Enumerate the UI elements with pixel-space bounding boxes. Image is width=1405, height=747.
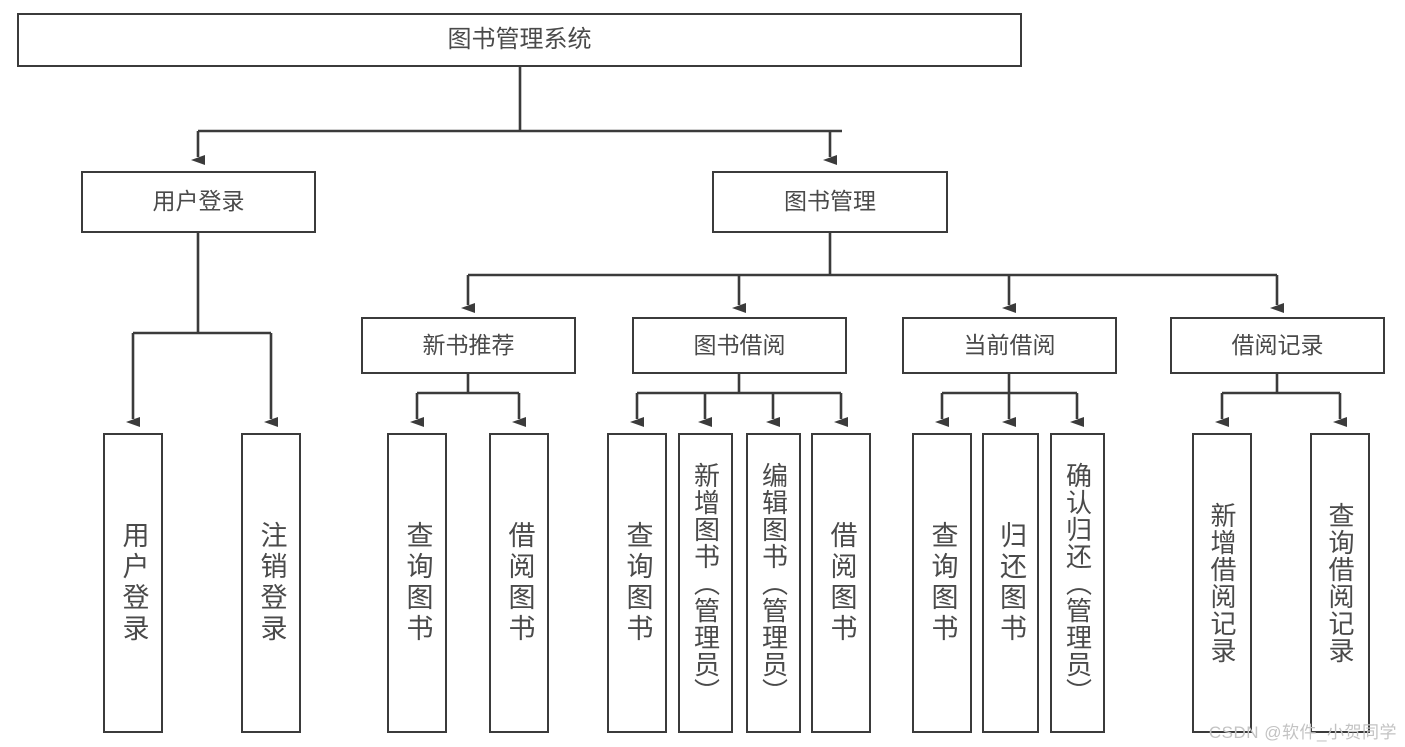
- node-root-label: 图书管理系统: [447, 25, 592, 53]
- node-leaf-add-record[interactable]: 新增借阅记录: [1192, 433, 1252, 733]
- node-leaf-borrow-book-1[interactable]: 借阅图书: [489, 433, 549, 733]
- node-leaf-edit-book-label: 编辑图书（管理员）: [758, 461, 789, 705]
- node-leaf-query-book-2[interactable]: 查询图书: [607, 433, 667, 733]
- node-user-login[interactable]: 用户登录: [81, 171, 316, 233]
- node-leaf-query-book-2-label: 查询图书: [622, 521, 653, 645]
- node-leaf-user-login-label: 用户登录: [118, 521, 149, 645]
- node-leaf-add-record-label: 新增借阅记录: [1207, 502, 1237, 664]
- node-user-login-label: 用户登录: [152, 188, 245, 215]
- node-leaf-query-book-3-label: 查询图书: [927, 521, 958, 645]
- node-book-borrow-label: 图书借阅: [693, 331, 786, 358]
- node-leaf-user-login[interactable]: 用户登录: [103, 433, 163, 733]
- node-leaf-borrow-book-2[interactable]: 借阅图书: [811, 433, 871, 733]
- node-leaf-query-record-label: 查询借阅记录: [1325, 502, 1355, 664]
- node-new-book-rec[interactable]: 新书推荐: [361, 317, 576, 374]
- node-new-book-rec-label: 新书推荐: [422, 331, 515, 358]
- node-borrow-record-label: 借阅记录: [1231, 331, 1324, 358]
- node-root[interactable]: 图书管理系统: [17, 13, 1022, 67]
- node-leaf-confirm-return-label: 确认归还（管理员）: [1062, 461, 1093, 705]
- node-leaf-confirm-return[interactable]: 确认归还（管理员）: [1050, 433, 1105, 733]
- node-leaf-add-book-label: 新增图书（管理员）: [690, 461, 721, 705]
- watermark: CSDN @软件_小贺同学: [1208, 723, 1397, 742]
- node-book-manage-label: 图书管理: [784, 188, 876, 215]
- node-leaf-edit-book[interactable]: 编辑图书（管理员）: [746, 433, 801, 733]
- node-leaf-query-book-3[interactable]: 查询图书: [912, 433, 972, 733]
- node-book-manage[interactable]: 图书管理: [712, 171, 948, 233]
- node-book-borrow[interactable]: 图书借阅: [632, 317, 847, 374]
- node-current-borrow[interactable]: 当前借阅: [902, 317, 1117, 374]
- node-leaf-borrow-book-1-label: 借阅图书: [504, 521, 535, 645]
- node-leaf-borrow-book-2-label: 借阅图书: [826, 521, 857, 645]
- node-leaf-query-record[interactable]: 查询借阅记录: [1310, 433, 1370, 733]
- node-current-borrow-label: 当前借阅: [963, 331, 1056, 358]
- node-leaf-query-book-1-label: 查询图书: [402, 521, 433, 645]
- node-leaf-return-book-label: 归还图书: [996, 521, 1026, 645]
- node-leaf-query-book-1[interactable]: 查询图书: [387, 433, 447, 733]
- node-leaf-logout-label: 注销登录: [256, 521, 287, 645]
- node-leaf-return-book[interactable]: 归还图书: [982, 433, 1039, 733]
- node-borrow-record[interactable]: 借阅记录: [1170, 317, 1385, 374]
- node-leaf-logout[interactable]: 注销登录: [241, 433, 301, 733]
- node-leaf-add-book[interactable]: 新增图书（管理员）: [678, 433, 733, 733]
